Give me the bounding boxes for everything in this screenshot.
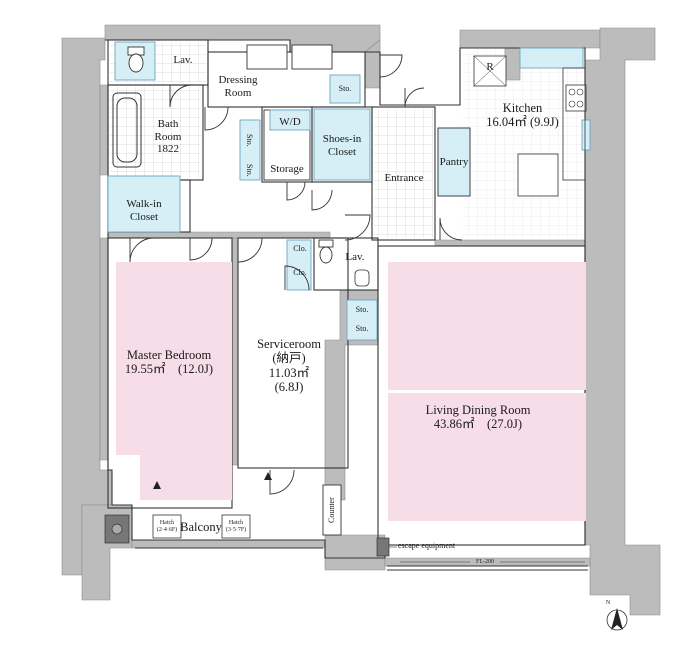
fl-label: FL-200 [476,559,494,565]
balcony-rails [135,547,588,571]
ldr-fill-upper [388,262,586,390]
sink-icon [354,269,370,287]
room-label-counter: Counter [327,497,336,523]
master-bedroom-fill [116,262,232,500]
hatch-label-2: Hatch(3·5·7F) [225,520,247,533]
dressing-shelving [246,44,333,70]
door-swings [129,54,463,495]
room-label-storage: Storage [270,163,304,175]
window-arrows [153,472,272,489]
room-label-clo-2: Clo. [293,268,307,277]
room-label-sto-mid-2: Sto. [355,324,369,333]
room-label-sto-v2: Sto. [245,163,255,177]
ac-unit-icon [104,514,130,544]
room-label-lav-top: Lav. [173,54,193,66]
refrigerator-label: R [486,61,494,73]
tile-floor-bath [110,87,201,178]
room-label-service: Serviceroom(納戸) 11.03㎡(6.8J) [257,337,321,395]
toilet-icon [318,239,334,264]
room-label-entrance: Entrance [384,172,424,184]
hatch-box-2 [221,514,251,539]
room-label-lav-mid: Lav. [345,251,365,263]
pantry-box [437,127,471,197]
room-label-wd: W/D [279,116,301,128]
bathtub-icon [112,92,142,168]
room-label-balcony: Balcony [180,520,222,534]
hatch-box-1 [152,514,182,539]
hatch-label-1: Hatch(2·4·6F) [156,520,178,533]
room-label-clo-1: Clo. [293,244,307,253]
room-label-sto-mid-1: Sto. [355,305,369,314]
ldr-fill-lower [388,393,586,521]
north-label: N [605,600,611,606]
room-label-sto-v1: Sto. [245,133,255,147]
escape-equipment-icon [376,537,390,557]
tile-floor-entrance [374,109,433,238]
north-arrow-icon [606,608,628,631]
walls [61,24,661,616]
room-label-sto-top: Sto. [338,84,352,93]
counter-box [322,484,342,536]
escape-equipment-label: escape equipment [398,541,456,550]
room-label-pantry: Pantry [439,156,469,168]
kitchen-island [517,153,559,197]
kitchen-counter [562,67,586,181]
toilet-icon [127,46,145,73]
stove-icon [565,84,587,112]
